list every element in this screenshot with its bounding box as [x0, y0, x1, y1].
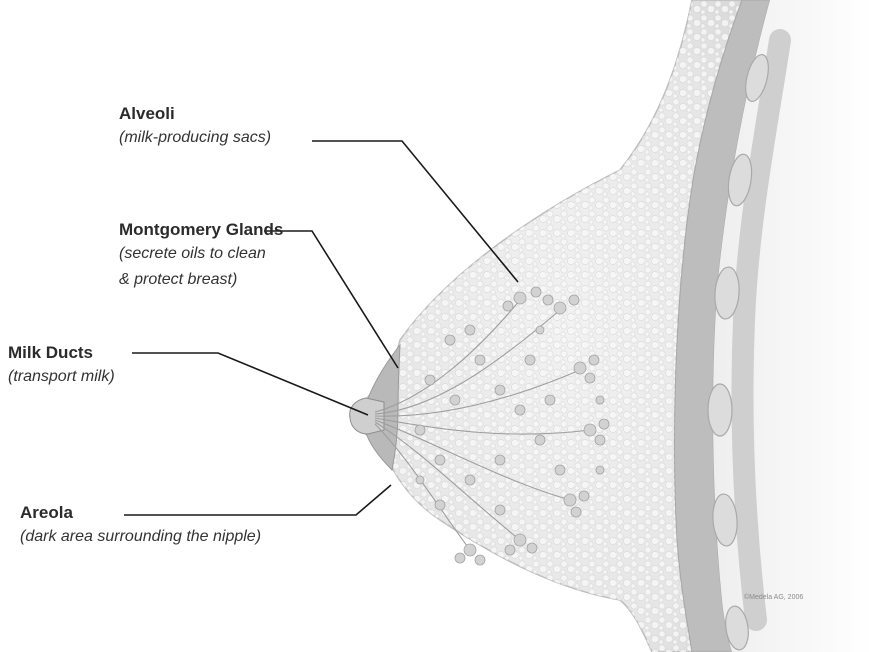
areola-title: Areola — [20, 502, 261, 524]
label-areola: Areola (dark area surrounding the nipple… — [20, 502, 261, 550]
milk-ducts-desc: (transport milk) — [8, 364, 115, 390]
label-montgomery-glands: Montgomery Glands (secrete oils to clean… — [119, 219, 283, 293]
areola-nipple — [350, 345, 400, 470]
alveoli-title: Alveoli — [119, 103, 271, 125]
copyright-notice: ©Medela AG, 2006 — [744, 594, 803, 601]
rib — [708, 384, 732, 436]
leader-line-milk-ducts — [132, 353, 368, 415]
montgomery-desc: (secrete oils to clean & protect breast) — [119, 241, 269, 293]
areola-desc: (dark area surrounding the nipple) — [20, 524, 261, 550]
leader-line-montgomery — [264, 231, 398, 368]
label-milk-ducts: Milk Ducts (transport milk) — [8, 342, 115, 390]
milk-ducts-title: Milk Ducts — [8, 342, 115, 364]
alveoli-desc: (milk-producing sacs) — [119, 125, 271, 151]
label-alveoli: Alveoli (milk-producing sacs) — [119, 103, 271, 151]
montgomery-title: Montgomery Glands — [119, 219, 283, 241]
